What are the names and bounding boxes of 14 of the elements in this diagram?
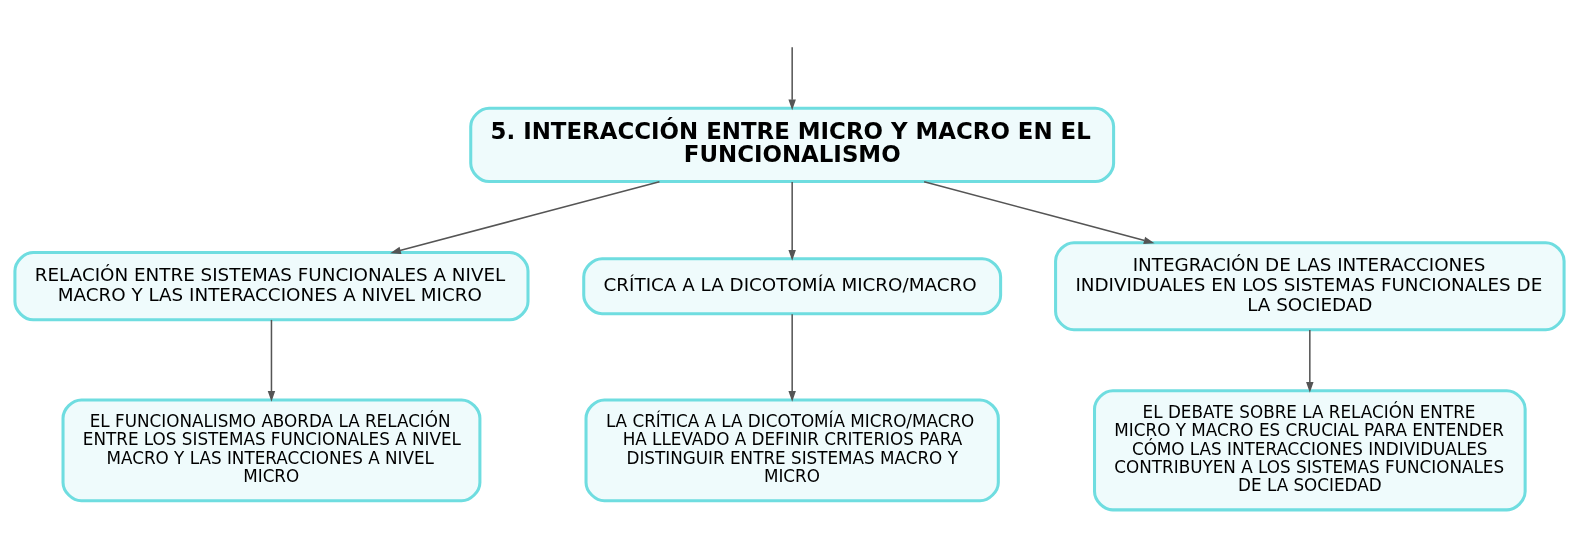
arrow (390, 180, 661, 254)
arrow (1306, 328, 1314, 393)
node-box: EL DEBATE SOBRE LA RELACIÓN ENTRE MICRO Y MACRO ES CRUCIAL PARA ENTENDER CÓMO LAS INTERACCIONES INDIVIDUALES CONTRIBUYEN A LOS SISTEMAS FUNCIONALES DE LA SOCIEDAD (1093, 388, 1527, 511)
arrow (788, 46, 796, 110)
arrow (267, 318, 276, 402)
node-box: RELACIÓN ENTRE SISTEMAS FUNCIONALES A NIVEL MACRO Y LAS INTERACCIONES A NIVEL MICRO (13, 250, 530, 321)
node-box: EL FUNCIONALISMO ABORDA LA RELACIÓN ENTRE LOS SISTEMAS FUNCIONALES A NIVEL MACRO Y LAS INTERACCIONES A NIVEL MICRO (61, 397, 482, 502)
node-box: INTEGRACIÓN DE LAS INTERACCIONES INDIVIDUALES EN LOS SISTEMAS FUNCIONALES DE LA SOCIEDAD (1054, 240, 1566, 331)
node-box: 5. INTERACCIÓN ENTRE MICRO Y MACRO EN EL FUNCIONALISMO (469, 106, 1116, 183)
node-box: CRÍTICA A LA DICOTOMÍA MICRO/MACRO (582, 256, 1003, 315)
node-box: LA CRÍTICA A LA DICOTOMÍA MICRO/MACRO HA LLEVADO A DEFINIR CRITERIOS PARA DISTINGUIR ENTRE SISTEMAS MACRO Y MICRO (584, 397, 1000, 502)
arrow (788, 180, 796, 261)
arrow (788, 313, 796, 402)
arrow (923, 180, 1155, 244)
